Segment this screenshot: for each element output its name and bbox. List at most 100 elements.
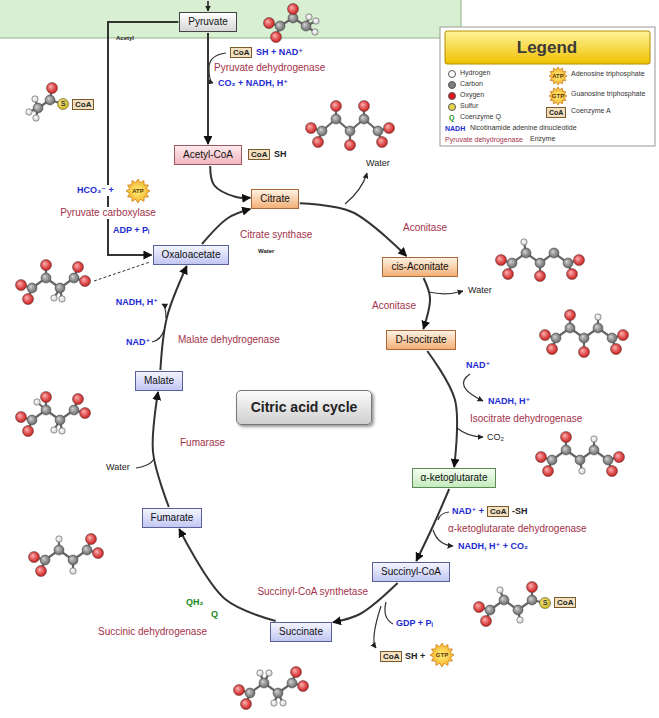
molecule-model — [264, 4, 320, 43]
atom-ball — [607, 333, 617, 343]
atom-ball — [359, 114, 369, 124]
metabolite-box: Succinyl-CoA — [372, 562, 450, 582]
metabolite-box: Pyruvate — [179, 12, 236, 32]
atom-symbol: S — [543, 598, 548, 607]
atom-ball — [54, 545, 64, 555]
atom-ball — [574, 255, 585, 266]
molecule-model — [16, 392, 91, 437]
enzyme-label: Pyruvate dehydrogenase — [214, 62, 325, 74]
energy-star — [126, 179, 150, 203]
cofactor-text: QH₂ — [186, 597, 204, 608]
reaction-arrow — [423, 278, 430, 329]
legend-sample: Pyruvate dehydrogenase — [445, 135, 523, 144]
atom-ball — [33, 115, 39, 121]
atom-ball — [41, 405, 51, 415]
reactant-text: Water — [106, 462, 130, 473]
molecule-model — [16, 260, 91, 305]
atom-ball — [513, 605, 523, 615]
header-band — [0, 0, 461, 38]
atom-ball — [245, 688, 255, 698]
atom-ball — [306, 14, 312, 20]
cofactor-text: NADH, H⁺ + CO₂ — [458, 541, 528, 552]
atom-ball — [56, 536, 62, 542]
molecule-model — [29, 534, 104, 577]
molecule-model — [474, 582, 551, 627]
atom-ball — [271, 32, 282, 43]
cofactor-text: SH — [274, 149, 287, 160]
atom-ball — [540, 330, 551, 341]
enzyme-label: Succinyl-CoA synthetase — [257, 586, 368, 598]
atom-symbol: S — [61, 99, 66, 108]
atom-ball — [51, 427, 57, 433]
atom-ball — [551, 333, 561, 343]
atom-ball — [611, 344, 622, 355]
metabolite-box: Citrate — [251, 189, 298, 209]
atom-ball — [23, 426, 34, 437]
cofactor-text: NAD⁺ — [466, 360, 490, 371]
side-reaction-arrow — [385, 602, 393, 624]
atom-ball — [47, 83, 58, 94]
atom-ball — [345, 140, 356, 151]
side-reaction-arrow — [374, 606, 381, 648]
atom-ball — [59, 428, 65, 434]
reactant-text: Water — [366, 158, 390, 169]
atom-ball — [535, 271, 546, 282]
atom-ball — [359, 101, 370, 112]
atom-ball — [45, 95, 55, 105]
atom-ball — [595, 314, 601, 320]
atom-ball — [80, 276, 91, 287]
atom-ball — [69, 273, 79, 283]
legend-sample: Q — [449, 113, 454, 122]
atom-ball — [503, 269, 514, 280]
cofactor-text: NADH, H⁺ — [488, 396, 530, 407]
atom-ball — [579, 347, 590, 358]
atom-ball — [603, 455, 613, 465]
incoming-arrow — [207, 1, 209, 11]
coenzyme-tag: CoA — [72, 99, 94, 110]
atom-ball — [317, 126, 327, 136]
node-text: Malate — [144, 375, 174, 387]
atom-ball — [86, 534, 97, 545]
side-reaction-arrow — [457, 428, 483, 437]
legend-text: Hydrogen — [460, 69, 490, 77]
reactant-text: Water — [258, 247, 274, 255]
atom-ball — [497, 587, 503, 593]
reaction-arrow — [108, 22, 178, 255]
cofactor-text: HCO₃⁻ + — [76, 185, 115, 196]
atom-ball — [547, 344, 558, 355]
enzyme-label: Fumarase — [180, 437, 225, 449]
atom-ball — [485, 605, 495, 615]
legend-sample: CoA — [546, 107, 566, 118]
metabolite-box: α-ketoglutarate — [412, 468, 497, 488]
atom-ball — [579, 333, 589, 343]
atom-ball — [384, 123, 395, 134]
legend-text: Coenzyme Q — [460, 113, 501, 121]
atom-ball — [58, 99, 69, 110]
reaction-arrow — [179, 529, 275, 621]
atom-ball — [40, 555, 50, 565]
atom-ball — [234, 685, 245, 696]
energy-badge: ATP — [132, 187, 144, 195]
atom-ball — [266, 670, 272, 676]
reactant-text: Water — [468, 285, 492, 296]
reaction-arrow — [207, 33, 209, 144]
atom-ball — [313, 137, 324, 148]
atom-ball — [33, 103, 43, 113]
reaction-arrow — [153, 392, 169, 507]
atom-ball — [549, 248, 559, 258]
metabolite-box: D-Isocitrate — [386, 330, 455, 350]
enzyme-label: Citrate synthase — [240, 229, 312, 241]
legend-text: Oxygen — [460, 91, 484, 99]
legend-swatch — [448, 103, 456, 111]
side-reaction-arrow — [345, 173, 367, 204]
atom-ball — [521, 239, 527, 245]
atom-ball — [51, 295, 57, 301]
node-text: Acetyl-CoA — [183, 149, 233, 161]
enzyme-label: Malate dehydrogenase — [178, 334, 280, 346]
atom-ball — [264, 18, 275, 29]
note-text: Acetyl — [116, 34, 134, 42]
atom-ball — [26, 109, 32, 115]
atom-ball — [521, 248, 531, 258]
atom-ball — [614, 452, 625, 463]
cofactor-text: Q — [211, 609, 218, 620]
